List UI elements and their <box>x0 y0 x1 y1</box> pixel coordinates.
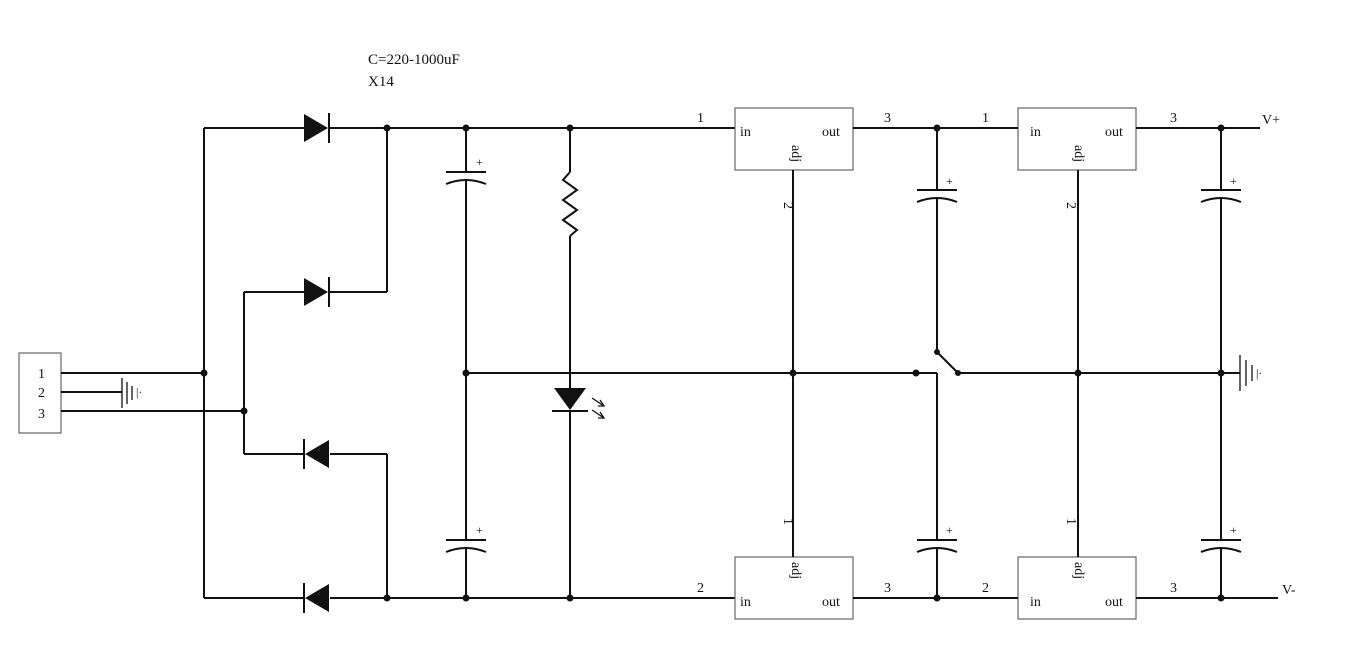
output-ground-symbol: |· <box>1239 355 1262 391</box>
output-capacitor-positive: + <box>1200 128 1242 373</box>
indicator-led <box>552 388 606 598</box>
connector-pin-3: 3 <box>38 407 45 422</box>
connector-wires <box>61 372 244 412</box>
polarity-mark-c5: + <box>1230 174 1237 188</box>
regulator-pos-2-in-pin: 1 <box>982 111 989 126</box>
connector-pin-2: 2 <box>38 386 45 401</box>
regulator-pos-2: in out adj 1 3 2 <box>982 107 1177 373</box>
polarity-mark-c2: + <box>476 523 483 537</box>
ground-switch <box>916 349 961 376</box>
connector-ground-symbol: |· <box>121 378 142 408</box>
regulator-neg-2-body <box>1017 556 1137 620</box>
input-connector: 1 2 3 <box>18 352 62 434</box>
junction-dots <box>200 124 1225 602</box>
regulator-neg-2-out-pin: 3 <box>1170 581 1177 596</box>
output-negative-label: V- <box>1282 583 1296 598</box>
regulator-neg-1-out: out <box>822 595 840 610</box>
output-positive-label: V+ <box>1262 113 1280 128</box>
regulator-pos-2-out-pin: 3 <box>1170 111 1177 126</box>
regulator-neg-1-adj-pin: 1 <box>780 518 795 525</box>
regulator-pos-1-out: out <box>822 125 840 140</box>
regulator-neg-2-out: out <box>1105 595 1123 610</box>
regulator-neg-2: in out adj 2 3 1 <box>982 373 1177 620</box>
capacitance-note: C=220-1000uF <box>368 52 460 68</box>
output-ground-mark: |· <box>1256 366 1262 380</box>
regulator-neg-2-in-pin: 2 <box>982 581 989 596</box>
led-resistor <box>561 128 579 388</box>
polarity-mark-c3: + <box>946 174 953 188</box>
connector-pin-1: 1 <box>38 367 45 382</box>
regulator-neg-2-adj: adj <box>1071 562 1086 579</box>
regulator-pos-2-body <box>1017 107 1137 171</box>
regulator-pos-1-adj-pin: 2 <box>780 202 795 209</box>
main-rails <box>387 127 1240 599</box>
connector-body <box>18 352 62 434</box>
multiplier-note: X14 <box>368 74 394 90</box>
polarity-mark-c4: + <box>946 523 953 537</box>
polarity-mark-c6: + <box>1230 523 1237 537</box>
regulator-pos-1-in-pin: 1 <box>697 111 704 126</box>
bridge-wiring <box>203 127 388 599</box>
output-capacitor-negative: + <box>1200 373 1242 598</box>
regulator-pos-2-in: in <box>1030 125 1041 140</box>
filter-capacitor-negative: + <box>445 373 487 598</box>
regulator-pos-1-body <box>734 107 854 171</box>
regulator-neg-1-out-pin: 3 <box>884 581 891 596</box>
regulator-pos-1-in: in <box>740 125 751 140</box>
regulator-neg-1: in out adj 2 3 1 <box>697 373 891 620</box>
regulator-neg-1-body <box>734 556 854 620</box>
regulator-pos-1: in out adj 1 3 2 <box>697 107 891 373</box>
regulator-neg-1-adj: adj <box>788 562 803 579</box>
interstage-capacitor-positive: + <box>916 128 958 352</box>
regulator-pos-1-out-pin: 3 <box>884 111 891 126</box>
diode-lower-middle <box>303 439 329 469</box>
polarity-mark-c1: + <box>476 155 483 169</box>
regulator-neg-1-in: in <box>740 595 751 610</box>
regulator-neg-1-in-pin: 2 <box>697 581 704 596</box>
diode-upper-middle <box>304 277 330 307</box>
regulator-pos-2-out: out <box>1105 125 1123 140</box>
filter-capacitor-positive: + <box>445 128 487 373</box>
regulator-pos-2-adj: adj <box>1071 145 1086 162</box>
diode-top <box>304 113 330 143</box>
connector-ground-mark: |· <box>136 385 142 399</box>
regulator-pos-1-adj: adj <box>788 145 803 162</box>
diode-bottom <box>303 583 329 613</box>
regulator-pos-2-adj-pin: 2 <box>1063 202 1078 209</box>
regulator-neg-2-adj-pin: 1 <box>1063 518 1078 525</box>
regulator-neg-2-in: in <box>1030 595 1041 610</box>
interstage-capacitor-negative: + <box>916 373 958 598</box>
